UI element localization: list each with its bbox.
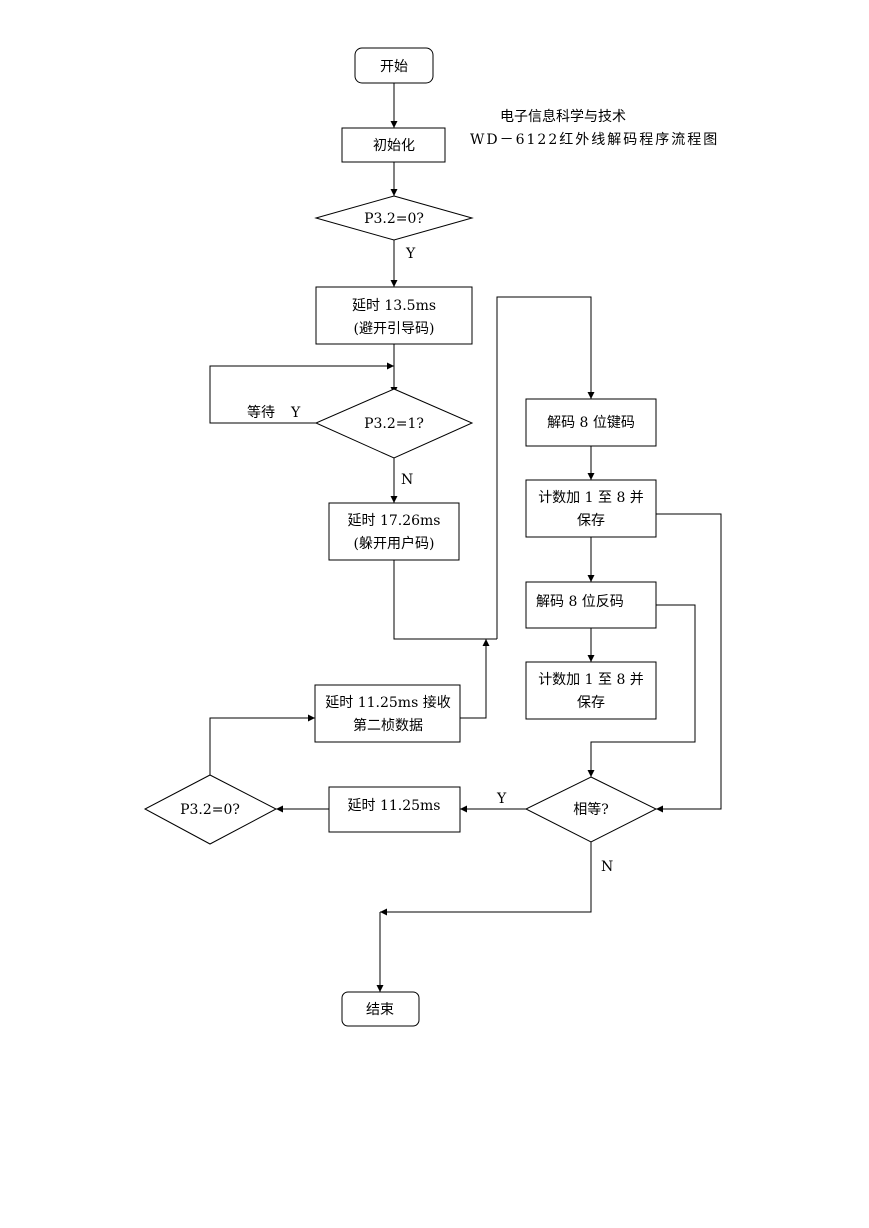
decode-key-node bbox=[525, 398, 657, 447]
edge-check2-receive bbox=[209, 714, 315, 775]
title-line2: WD－6122红外线解码程序流程图 bbox=[470, 132, 719, 148]
check-p32-one-node bbox=[314, 388, 474, 459]
count-save-2-line1: 计数加 1 至 8 并 bbox=[538, 672, 644, 688]
delay-1125-receive-line1: 延时 11.25ms 接收 bbox=[325, 694, 450, 711]
init-label: 初始化 bbox=[373, 137, 415, 154]
delay-1125-receive-node bbox=[314, 684, 461, 743]
delay-135-line1: 延时 13.5ms bbox=[352, 298, 436, 314]
delay-1125-label: 延时 11.25ms bbox=[348, 798, 441, 814]
label-p32-zero-yes: Y bbox=[405, 246, 416, 262]
delay-1125-receive-line2: 第二桢数据 bbox=[353, 717, 423, 734]
delay-1125-node bbox=[328, 786, 461, 833]
label-p32-one-no: N bbox=[401, 472, 413, 488]
decode-inverse-node bbox=[525, 581, 657, 629]
edge-equal-no bbox=[380, 842, 592, 916]
end-node bbox=[341, 991, 420, 1027]
label-equal-yes: Y bbox=[496, 791, 507, 807]
check-p32-zero-label: P3.2=0? bbox=[364, 211, 424, 227]
delay-135-line2: (避开引导码) bbox=[354, 321, 435, 337]
check-p32-zero-node bbox=[314, 195, 474, 241]
edge-join-decodekey bbox=[496, 296, 595, 639]
label-wait: 等待 bbox=[247, 404, 275, 421]
end-label: 结束 bbox=[366, 1002, 394, 1018]
init-node bbox=[341, 127, 446, 163]
start-node bbox=[354, 47, 434, 84]
count-save-1-line2: 保存 bbox=[577, 513, 605, 529]
count-save-1-line1: 计数加 1 至 8 并 bbox=[538, 490, 644, 506]
start-label: 开始 bbox=[380, 59, 408, 75]
count-save-2-node bbox=[525, 661, 657, 720]
label-wait-yes: Y bbox=[290, 405, 301, 421]
delay-135-node bbox=[315, 286, 473, 345]
delay-1726-node bbox=[328, 502, 460, 561]
delay-1726-line2: (躲开用户码) bbox=[354, 535, 435, 552]
count-save-1-node bbox=[525, 479, 657, 538]
label-equal-no: N bbox=[601, 859, 613, 875]
decode-key-label: 解码 8 位键码 bbox=[547, 415, 635, 431]
edge-wait-loop bbox=[209, 362, 394, 424]
decode-inverse-label: 解码 8 位反码 bbox=[536, 594, 624, 610]
delay-1726-line1: 延时 17.26ms bbox=[348, 513, 441, 529]
edge-receive-join bbox=[460, 639, 490, 719]
edges bbox=[209, 83, 722, 992]
equal-check-node bbox=[524, 776, 658, 843]
count-save-2-line2: 保存 bbox=[577, 695, 605, 711]
edge-decodeinv-equal bbox=[587, 604, 696, 777]
title-line1: 电子信息科学与技术 bbox=[500, 108, 626, 125]
equal-check-label: 相等? bbox=[573, 801, 609, 818]
edge-delay1726-join bbox=[393, 560, 497, 640]
edge-count1-equal bbox=[656, 513, 722, 813]
check-p32-one-label: P3.2=1? bbox=[364, 416, 424, 432]
check-p32-zero-2-label: P3.2=0? bbox=[180, 802, 240, 818]
check-p32-zero-2-node bbox=[143, 774, 278, 845]
